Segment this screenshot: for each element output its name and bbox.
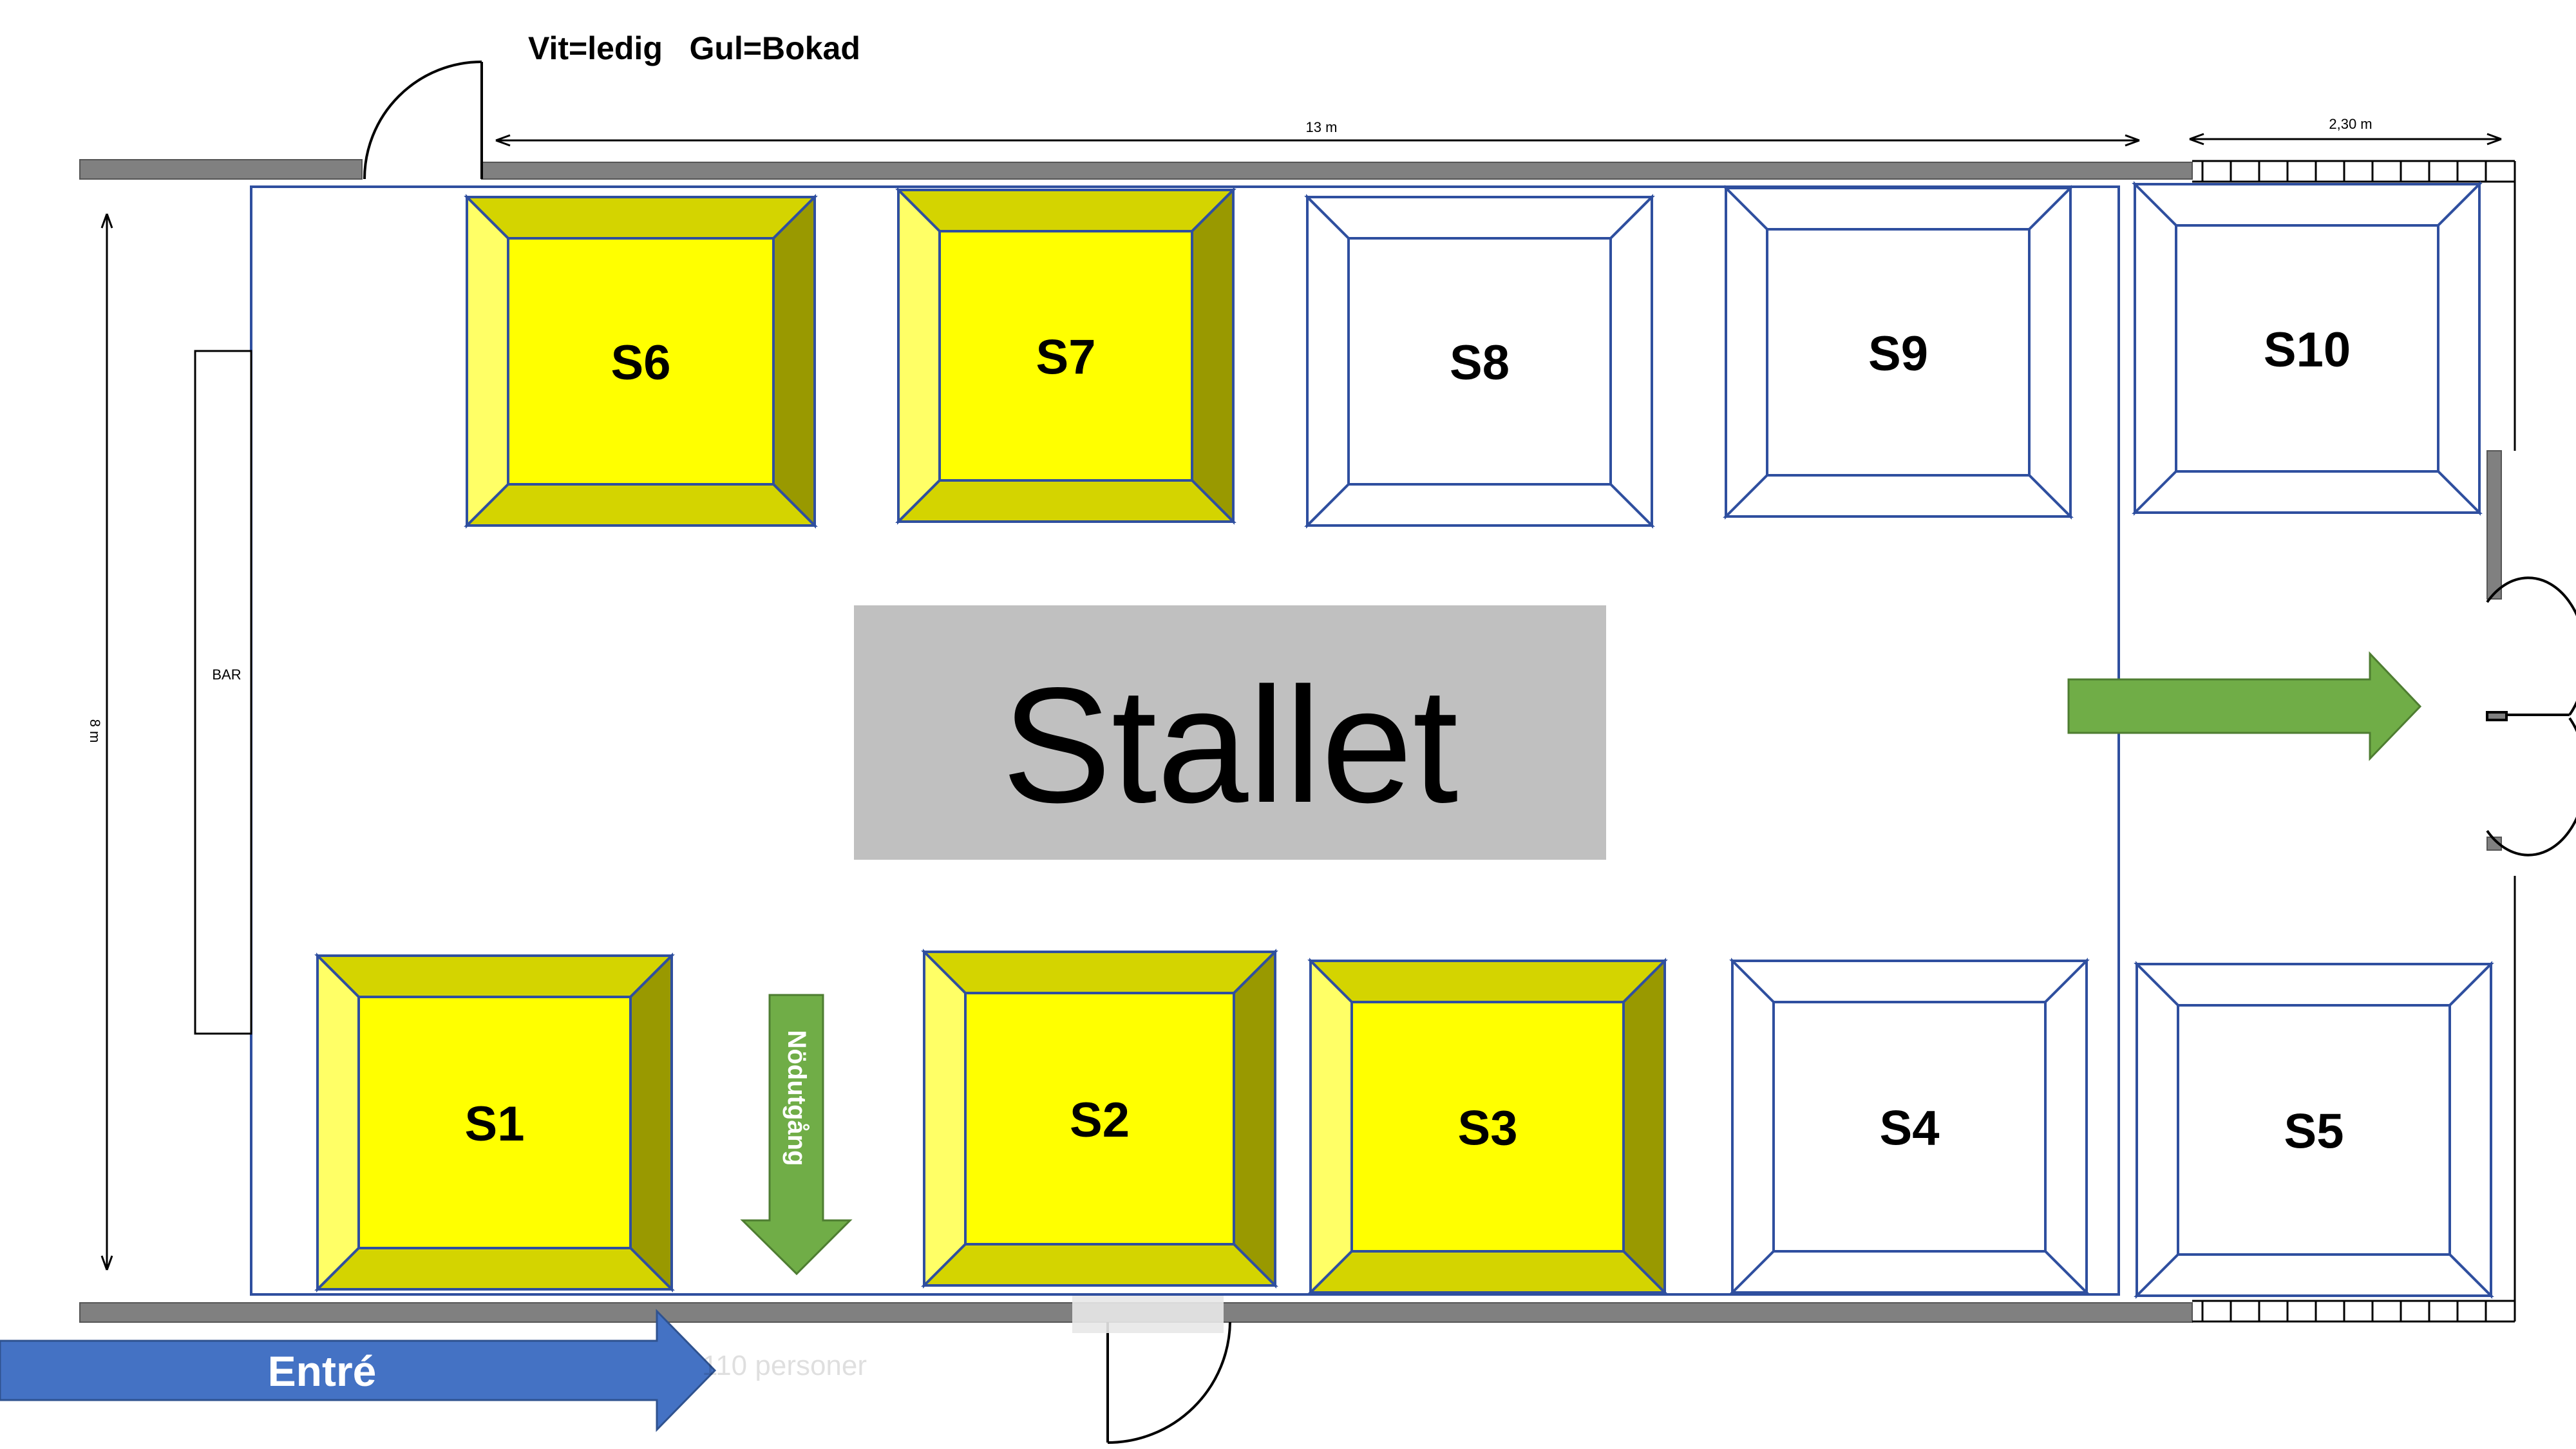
stall-label: S1 — [465, 1097, 525, 1151]
stall-bevel-top — [464, 196, 818, 240]
stall-face — [507, 237, 775, 486]
stall-bevel-bottom — [1304, 483, 1655, 527]
stall-bevel-right — [629, 952, 673, 1293]
stall-bevel-left — [1306, 194, 1350, 529]
stall-bevel-left — [923, 949, 967, 1289]
stall-face — [1347, 237, 1612, 486]
stall-bevel-right — [1233, 949, 1276, 1289]
stall-bevel-left — [1309, 958, 1353, 1296]
stall-label: S7 — [1036, 330, 1096, 385]
dimension-top-length — [495, 134, 2140, 147]
stall-face — [1772, 1001, 2047, 1253]
stall-bevel-top — [1729, 960, 2090, 1003]
capacity-note: 110 personer — [702, 1350, 867, 1381]
railing-top — [2192, 160, 2515, 183]
dimension-top-extra-label: 2,30 m — [2329, 116, 2372, 132]
stalls: S1 S2 S3 S4 S5 S6 S7 S8 S9 S10 — [314, 181, 2494, 1299]
stall-face — [938, 230, 1193, 482]
stall-bevel-bottom — [1729, 1250, 2090, 1294]
stall-bevel-top — [2132, 183, 2483, 227]
stall-bevel-left — [2136, 961, 2179, 1299]
bar-label: BAR — [212, 667, 241, 683]
stall-bevel-left — [2134, 181, 2177, 516]
stall-bevel-right — [2448, 961, 2492, 1299]
emergency-exit-label: Nödutgång — [782, 1030, 811, 1166]
stall-s2[interactable]: S2 — [921, 949, 1278, 1289]
entrance-label: Entré — [268, 1347, 377, 1395]
emergency-exit-arrow — [740, 994, 853, 1276]
stall-label: S3 — [1458, 1101, 1518, 1156]
dimension-top-length-label: 13 m — [1306, 119, 1338, 135]
stall-bevel-right — [1609, 194, 1653, 529]
stall-label: S6 — [611, 336, 671, 390]
entrance-arrow — [0, 1309, 717, 1432]
stall-s8[interactable]: S8 — [1304, 194, 1655, 529]
stall-label: S10 — [2264, 323, 2351, 377]
railing-bottom — [2192, 1300, 2515, 1323]
door-bottom[interactable] — [1106, 1321, 1231, 1444]
legend-text: Vit=ledig Gul=Bokad — [528, 30, 860, 66]
stall-label: S2 — [1070, 1093, 1130, 1148]
exit-arrow-right — [2067, 651, 2422, 761]
stall-bevel-bottom — [895, 479, 1236, 523]
stall-s9[interactable]: S9 — [1723, 185, 2074, 520]
stall-label: S9 — [1868, 327, 1928, 381]
stall-bevel-right — [2437, 181, 2481, 516]
stall-face — [2175, 224, 2439, 473]
door-bottom-gap — [1072, 1293, 1224, 1333]
stall-bevel-top — [314, 954, 675, 998]
wall-right-upper — [2486, 450, 2502, 600]
wall-top-left — [79, 159, 363, 180]
stall-label: S4 — [1880, 1101, 1940, 1156]
stall-s10[interactable]: S10 — [2132, 181, 2483, 516]
stall-s4[interactable]: S4 — [1729, 958, 2090, 1296]
stall-face — [2177, 1004, 2451, 1256]
stall-bevel-bottom — [314, 1247, 675, 1291]
stall-bevel-top — [1723, 187, 2074, 231]
wall-right-lower — [2486, 837, 2502, 851]
stall-bevel-bottom — [2132, 470, 2483, 514]
stall-bevel-bottom — [921, 1243, 1278, 1287]
stall-bevel-bottom — [464, 483, 818, 527]
dimension-top-extra — [2189, 133, 2502, 146]
stall-bevel-top — [921, 951, 1278, 994]
stall-bevel-right — [1622, 958, 1666, 1296]
stall-bevel-bottom — [2134, 1253, 2494, 1297]
stall-s5[interactable]: S5 — [2134, 961, 2494, 1299]
stall-bevel-top — [1307, 960, 1668, 1003]
stall-bevel-right — [2044, 958, 2088, 1296]
stall-bevel-top — [1304, 196, 1655, 240]
stall-s6[interactable]: S6 — [464, 194, 818, 529]
stall-bevel-bottom — [1307, 1250, 1668, 1294]
stall-face — [1766, 228, 2031, 477]
stall-s3[interactable]: S3 — [1307, 958, 1668, 1296]
stall-face — [964, 992, 1235, 1245]
stall-bevel-bottom — [1723, 474, 2074, 518]
stall-bevel-right — [2028, 185, 2072, 520]
dimension-left-height — [100, 213, 113, 1271]
door-right[interactable] — [2486, 576, 2576, 857]
center-label: Stallet — [1002, 654, 1459, 837]
stall-bevel-left — [466, 194, 509, 529]
stall-bevel-right — [1191, 187, 1235, 525]
stall-bevel-top — [2134, 963, 2494, 1007]
stall-face — [1350, 1001, 1625, 1253]
center-label-box — [854, 605, 1606, 860]
stall-face — [357, 996, 632, 1249]
stall-bevel-left — [1731, 958, 1775, 1296]
dimension-left-height-label: 8 m — [87, 719, 103, 743]
stall-label: S8 — [1450, 336, 1510, 390]
stall-label: S5 — [2284, 1104, 2344, 1159]
stall-bevel-right — [772, 194, 816, 529]
door-top-left[interactable] — [363, 61, 483, 180]
stall-bevel-top — [895, 189, 1236, 232]
stall-s7[interactable]: S7 — [895, 187, 1236, 525]
wall-top — [481, 162, 2193, 180]
stall-s1[interactable]: S1 — [314, 952, 675, 1293]
bar-counter — [194, 350, 252, 1035]
stall-bevel-left — [1725, 185, 1768, 520]
stall-bevel-left — [897, 187, 941, 525]
stall-bevel-left — [316, 952, 360, 1293]
